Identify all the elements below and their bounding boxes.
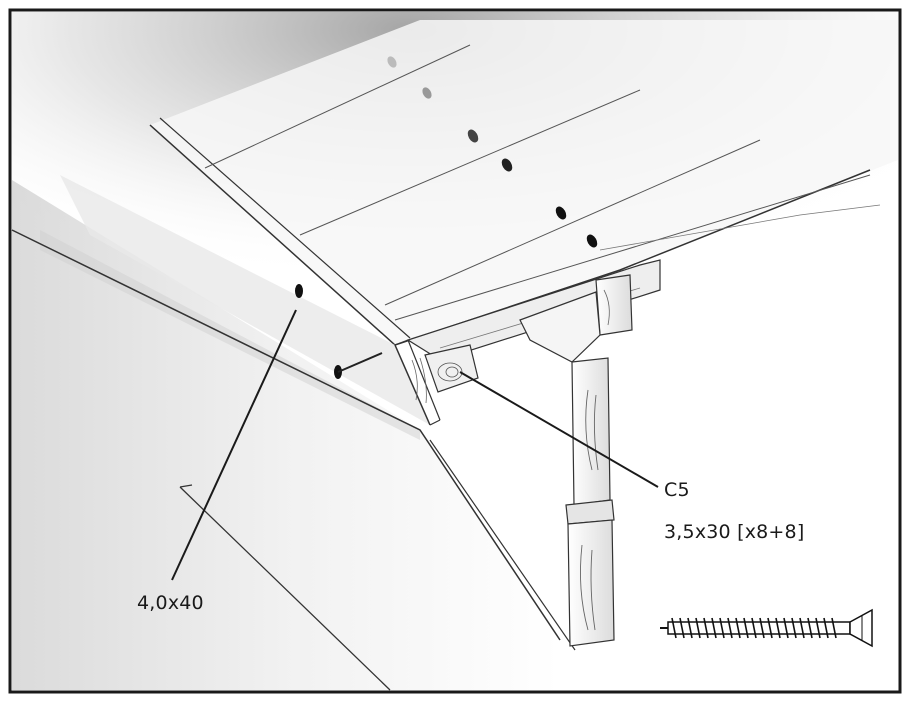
- wall-panel: [11, 180, 576, 691]
- roof-surface: [149, 20, 898, 346]
- fascia-board: [60, 175, 441, 426]
- leader-line-c5: [459, 371, 659, 488]
- part-screw-label: 3,5x30 [x8+8]: [664, 521, 805, 543]
- corner-post: [519, 274, 633, 647]
- screw-icon: [660, 608, 873, 648]
- side-screw-label: 4,0x40: [137, 592, 204, 614]
- leader-line-side-screw: [171, 309, 297, 581]
- part-label: C5: [664, 479, 690, 501]
